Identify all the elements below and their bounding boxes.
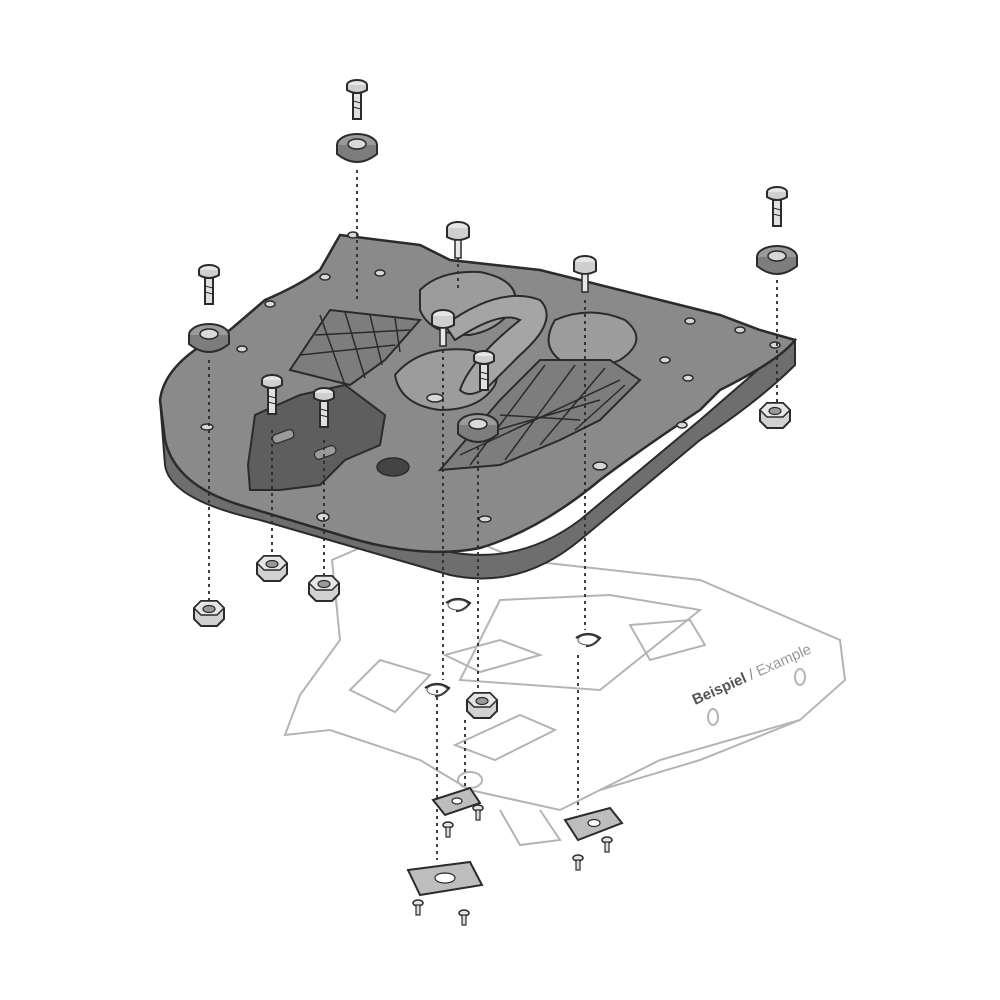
- nut-icon: [193, 600, 225, 627]
- screw-icon: [766, 186, 788, 227]
- small-screw-icon: [458, 909, 470, 926]
- small-screw-icon: [412, 899, 424, 916]
- nut-icon: [759, 402, 791, 429]
- bushing-icon: [756, 245, 798, 275]
- clip-icon: [444, 597, 472, 613]
- clamp-plate: [431, 786, 482, 817]
- nut-icon: [256, 555, 288, 582]
- assembly-lines: [208, 170, 778, 860]
- clamp-plate: [406, 860, 484, 897]
- screw-icon: [346, 79, 368, 120]
- small-screw-icon: [472, 804, 484, 821]
- bracket-slot: [271, 429, 295, 444]
- small-screw-icon: [572, 854, 584, 871]
- luggage-rack-outline: [283, 518, 847, 847]
- plate-holes: [200, 231, 781, 523]
- bushing-icon: [336, 133, 378, 163]
- bushing-icon: [457, 413, 499, 443]
- right-lattice: [437, 359, 642, 472]
- small-screw-icon: [601, 836, 613, 853]
- brand-logo: [376, 457, 410, 477]
- small-screw-icon: [442, 821, 454, 838]
- nut-icon: [308, 575, 340, 602]
- bushing-icon: [188, 323, 230, 353]
- nut-icon: [466, 692, 498, 719]
- clip-icon: [574, 632, 602, 648]
- clamp-plate: [563, 806, 624, 842]
- screw-icon: [198, 264, 220, 305]
- left-lattice: [288, 308, 423, 387]
- example-label-word1: Beispiel: [690, 670, 749, 709]
- lock-bracket: [246, 383, 387, 491]
- knob-icon: [446, 221, 470, 259]
